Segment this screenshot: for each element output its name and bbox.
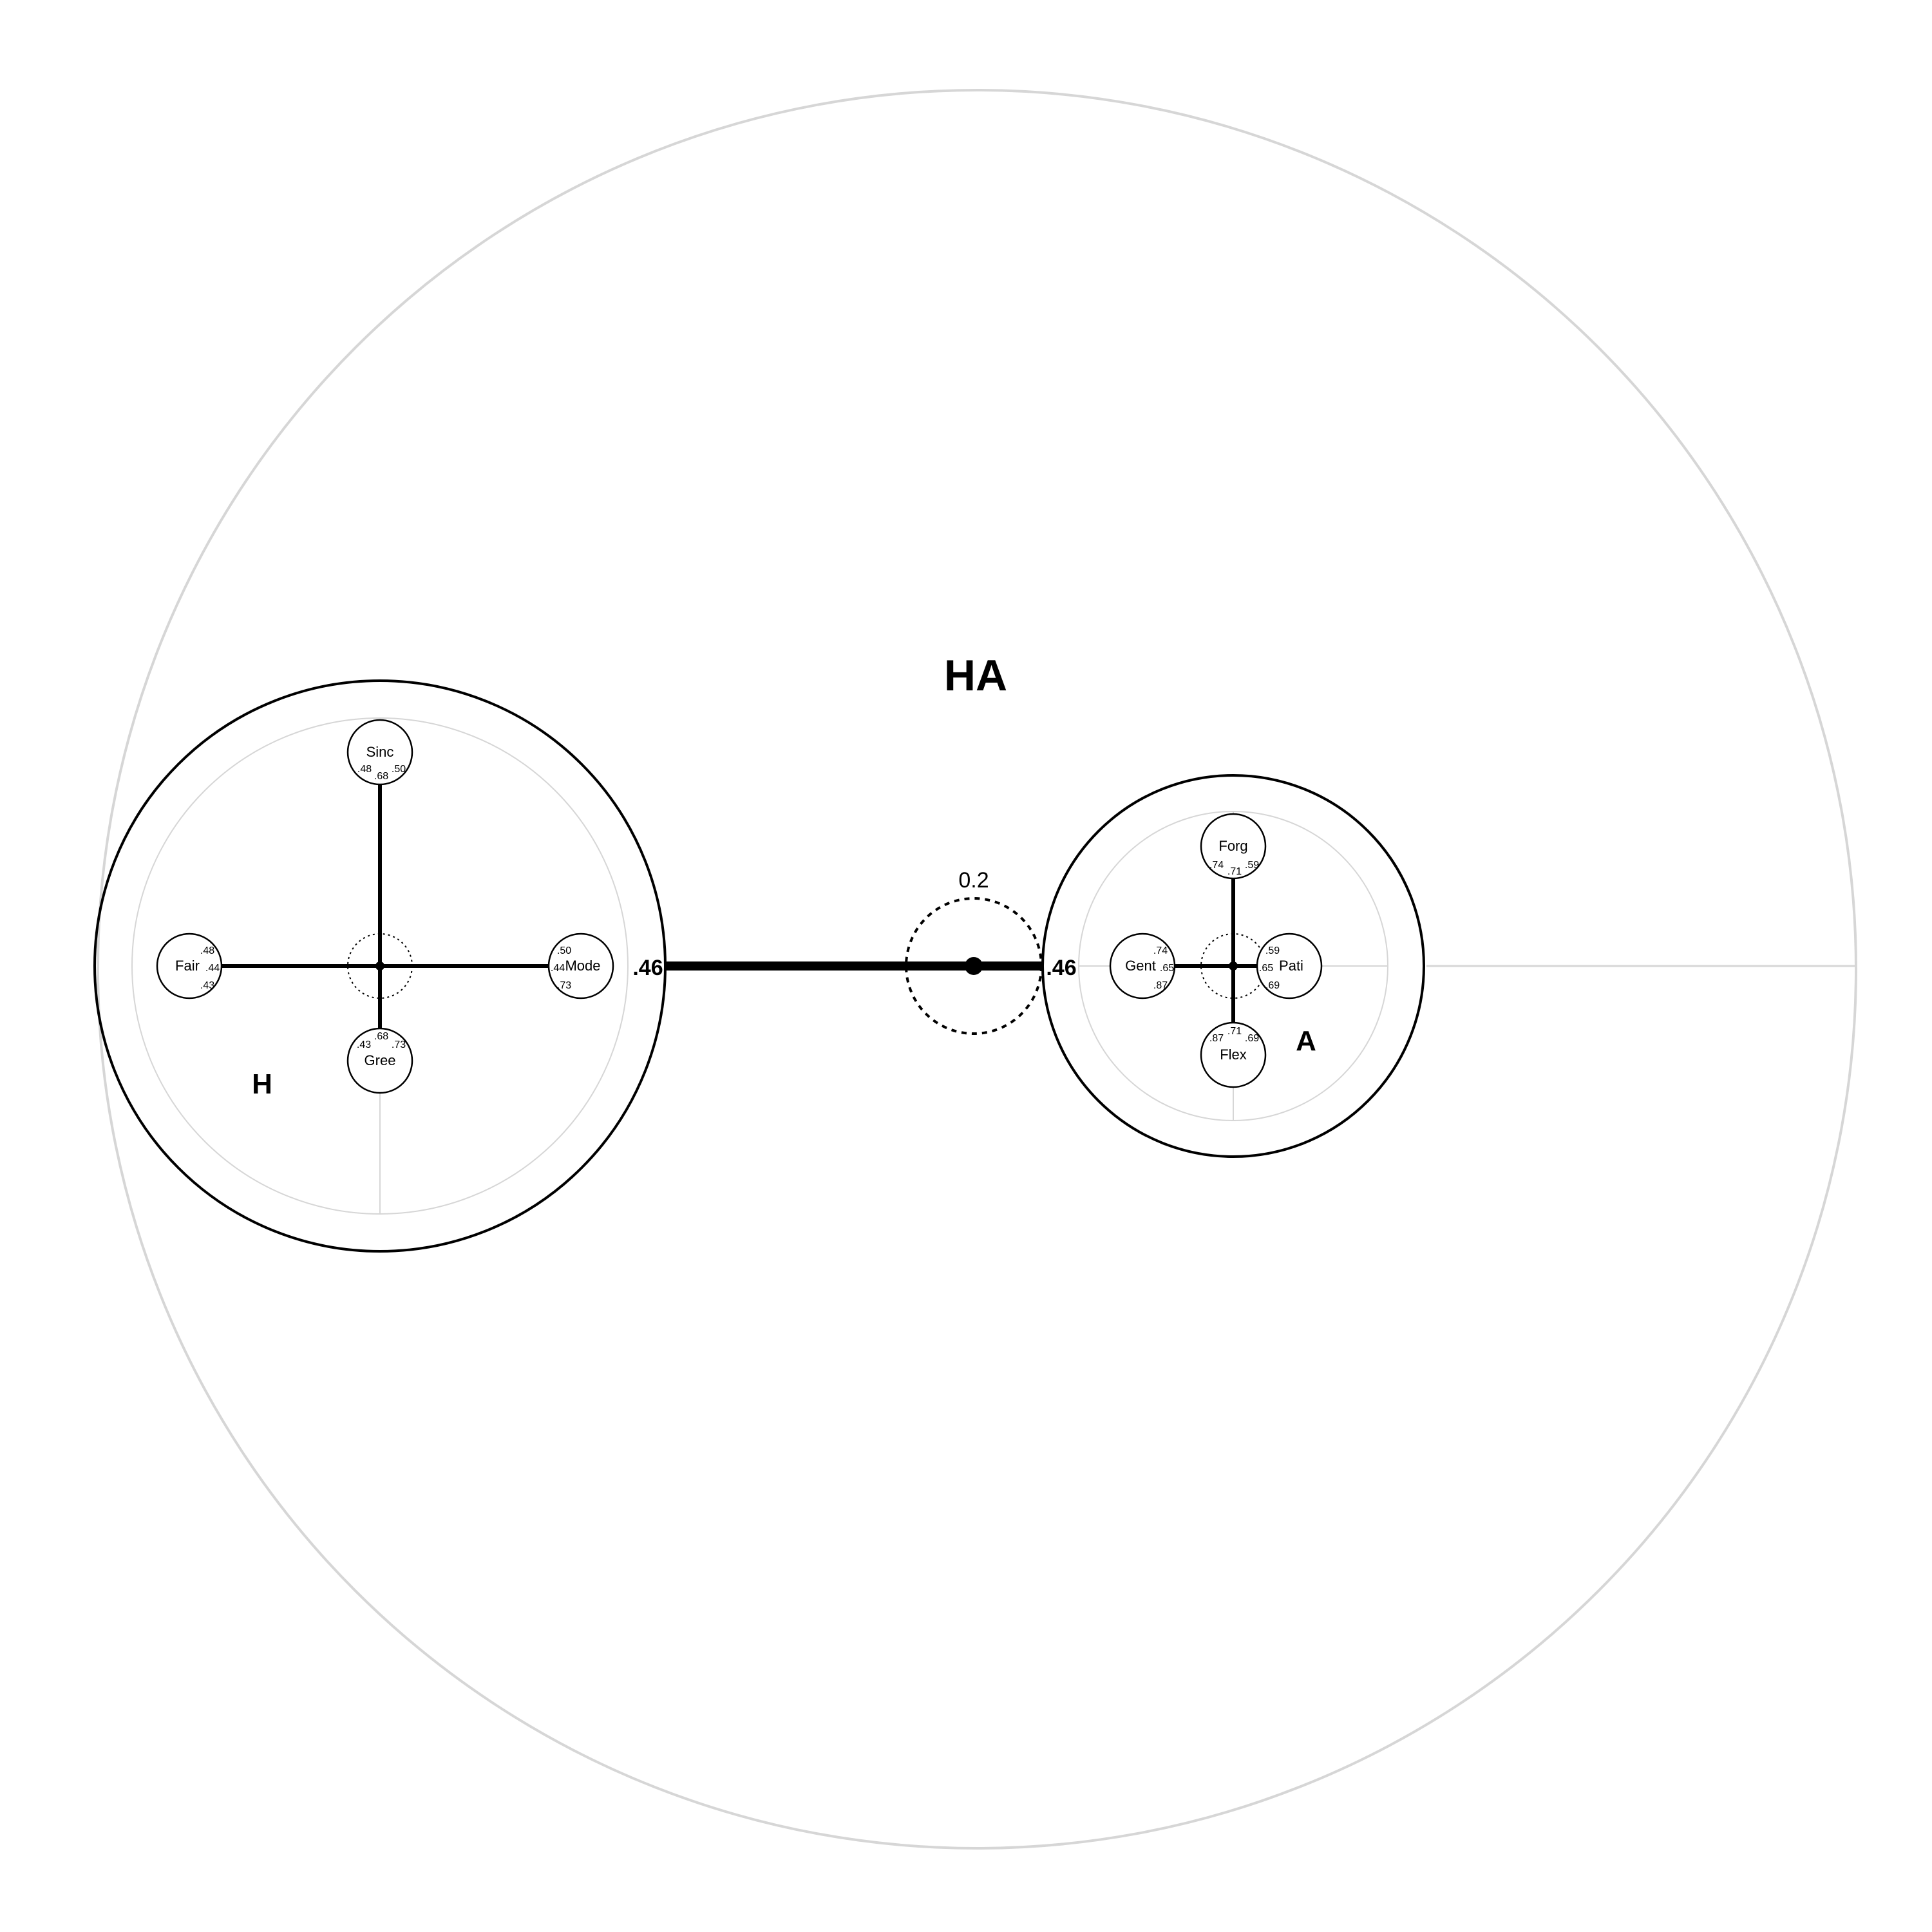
factor-a-circle	[1041, 774, 1425, 1158]
facet-gent-loading-3: .87	[1153, 980, 1168, 991]
link-left-loading: .46	[632, 956, 663, 980]
facet-pati-name: Pati	[1279, 958, 1303, 974]
facet-gent-name: Gent	[1125, 958, 1156, 974]
facet-gree-circle	[346, 1027, 413, 1094]
facet-pati-loading-3: .69	[1265, 980, 1280, 991]
factor-h-label: H	[252, 1068, 272, 1100]
outer-circle	[97, 89, 1857, 1850]
factor-link: 0.2 .46 .46	[632, 868, 1077, 1035]
facet-sinc-circle	[346, 719, 413, 786]
facet-fair-circle	[156, 933, 223, 999]
factor-a-label: A	[1296, 1025, 1316, 1057]
facet-flex-loading-1: .87	[1209, 1033, 1224, 1044]
facet-mode-loading-3: .73	[557, 980, 571, 991]
facet-mode-loading-1: .50	[557, 945, 571, 956]
facet-flex-circle	[1200, 1021, 1267, 1088]
facet-forg-name: Forg	[1218, 838, 1247, 854]
factor-h: Sinc .48 .68 .50 Fair .48 .44 .43 Mode .…	[93, 679, 667, 1253]
facet-gree-loading-2: .68	[374, 1031, 388, 1042]
factor-a-center-dot	[1229, 961, 1238, 971]
facet-forg-loading-3: .59	[1245, 860, 1259, 871]
facet-forg-loading-2: .71	[1227, 866, 1242, 877]
facet-fair-name: Fair	[175, 958, 200, 974]
factor-h-center-dot	[375, 961, 384, 971]
facet-forg-loading-1: .74	[1209, 860, 1224, 871]
facet-sinc-name: Sinc	[366, 744, 394, 760]
facet-fair-loading-2: .44	[205, 963, 220, 974]
facet-pati-circle	[1256, 933, 1323, 999]
facet-flex-loading-3: .69	[1245, 1033, 1259, 1044]
facet-fair-loading-1: .48	[200, 945, 214, 956]
diagram-title: HA	[944, 651, 1007, 700]
facet-gent-loading-2: .65	[1160, 963, 1174, 974]
facet-forg-circle	[1200, 813, 1267, 880]
facet-gent-loading-1: .74	[1153, 945, 1168, 956]
facet-mode-loading-2: .44	[551, 963, 565, 974]
link-right-loading: .46	[1046, 956, 1076, 980]
facet-gree-loading-3: .73	[392, 1039, 406, 1050]
facet-sinc-loading-2: .68	[374, 771, 388, 782]
link-center-dot	[965, 957, 983, 975]
facet-mode-circle	[547, 933, 614, 999]
facet-pati-loading-2: .65	[1259, 963, 1273, 974]
facet-gent-circle	[1109, 933, 1176, 999]
facet-gree-name: Gree	[365, 1052, 396, 1068]
facet-fair-loading-3: .43	[200, 980, 214, 991]
facet-mode-name: Mode	[565, 958, 600, 974]
facet-gree-loading-1: .43	[357, 1039, 371, 1050]
facet-sinc-loading-1: .48	[357, 764, 372, 775]
factor-a: Forg .74 .71 .59 Gent .74 .65 .87 Pati .…	[1041, 774, 1425, 1158]
facet-sinc-loading-3: .50	[392, 764, 406, 775]
facet-flex-loading-2: .71	[1227, 1026, 1242, 1037]
facet-flex-name: Flex	[1220, 1046, 1247, 1063]
facet-pati-loading-1: .59	[1265, 945, 1280, 956]
center-value-label: 0.2	[958, 868, 989, 893]
